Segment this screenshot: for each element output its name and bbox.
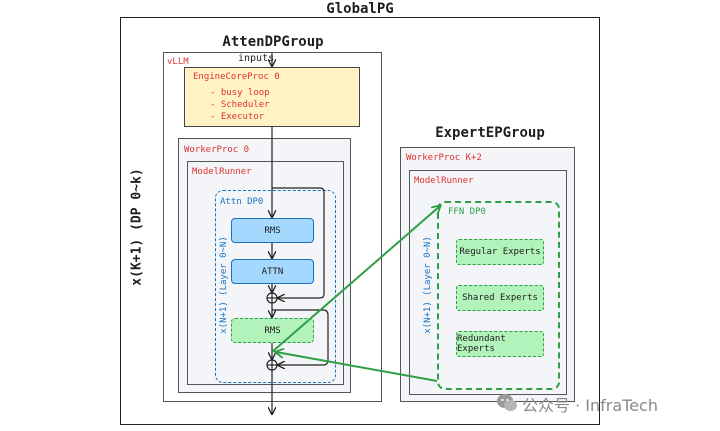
shared-experts-block: Shared Experts <box>456 285 544 311</box>
residual-skip-1 <box>272 187 325 298</box>
engine-line-scheduler: - Scheduler <box>210 100 270 110</box>
rms-block-2-label: RMS <box>264 325 281 336</box>
redundant-experts-label: Redundant Experts <box>457 334 506 354</box>
global-title: GlobalPG <box>326 1 394 17</box>
global-pg-box <box>120 17 600 425</box>
regular-experts-block: Regular Experts <box>456 239 544 265</box>
model-runner-label: ModelRunner <box>192 167 252 177</box>
engine-core-proc-title: EngineCoreProc 0 <box>193 72 280 82</box>
rms-block-2: RMS <box>231 318 314 343</box>
dispatch-to-ffn-arrow <box>271 206 440 353</box>
regular-experts-label: Regular Experts <box>459 247 541 257</box>
engine-line-busy-loop: - busy loop <box>210 88 270 98</box>
add-node-1 <box>266 292 278 304</box>
attn-dp-group-title: AttenDPGroup <box>222 34 324 50</box>
expert-ep-group-title: ExpertEPGroup <box>435 125 545 141</box>
attn-block-label: ATTN <box>261 266 284 277</box>
add-node-2 <box>266 359 278 371</box>
vllm-label: vLLM <box>167 57 189 67</box>
rms-block-1-label: RMS <box>264 225 281 236</box>
engine-core-proc-box <box>184 67 360 127</box>
model-runner-ep-label: ModelRunner <box>414 176 474 186</box>
ffn-dp0-box <box>437 201 560 390</box>
redundant-experts-block: Redundant Experts <box>456 331 544 357</box>
attn-dp0-label: Attn DP0 <box>220 197 264 207</box>
inputs-label: inputs <box>238 53 275 64</box>
watermark: 公众号 · InfraTech <box>522 396 658 415</box>
residual-skip-2 <box>272 309 329 365</box>
worker-proc-0-label: WorkerProc 0 <box>184 145 250 155</box>
attn-dp0-box <box>215 190 336 383</box>
ffn-dp0-label: FFN DP0 <box>448 207 486 217</box>
engine-line-executor: - Executor <box>210 112 265 122</box>
attn-block: ATTN <box>231 259 314 284</box>
shared-experts-label: Shared Experts <box>462 293 538 303</box>
rms-block-1: RMS <box>231 218 314 243</box>
worker-proc-k2-label: WorkerProc K+2 <box>406 153 482 163</box>
combine-from-ffn-arrow <box>276 352 438 382</box>
wechat-icon <box>497 394 517 411</box>
